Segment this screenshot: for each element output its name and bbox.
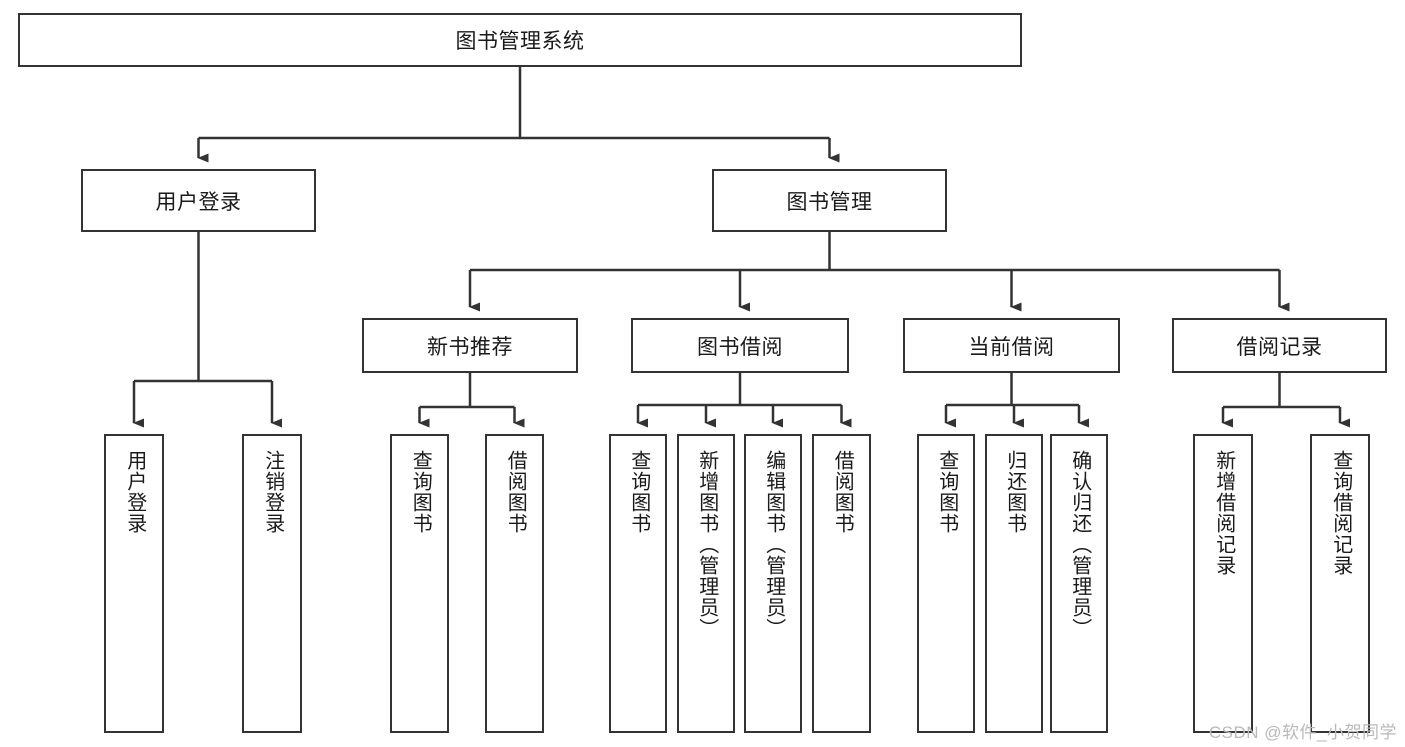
leaf-confirm-return-admin[interactable]: 确认归还（管理员） [1050,434,1108,733]
leaf-user-login-label: 用户登录 [123,450,146,534]
leaf-borrow-book-recommend[interactable]: 借阅图书 [485,434,544,733]
leaf-query-book-label: 查询图书 [627,450,650,534]
leaf-add-book-admin-label: 新增图书（管理员） [695,450,718,639]
node-user-login[interactable]: 用户登录 [81,169,316,232]
leaf-borrow-book[interactable]: 借阅图书 [812,434,871,733]
node-current-borrow[interactable]: 当前借阅 [903,318,1120,373]
node-new-book-recommend-label: 新书推荐 [427,335,513,359]
node-new-book-recommend[interactable]: 新书推荐 [362,318,578,373]
leaf-confirm-return-admin-label: 确认归还（管理员） [1068,450,1091,639]
node-root[interactable]: 图书管理系统 [18,13,1022,67]
node-current-borrow-label: 当前借阅 [968,335,1055,359]
leaf-logout-login-label: 注销登录 [261,450,284,534]
leaf-query-book[interactable]: 查询图书 [609,434,667,733]
node-user-login-label: 用户登录 [155,190,242,214]
node-book-borrow-label: 图书借阅 [697,335,783,359]
edge-group [132,67,1350,428]
leaf-query-borrow-record-label: 查询借阅记录 [1329,450,1352,576]
leaf-query-borrow-record[interactable]: 查询借阅记录 [1310,434,1370,733]
leaf-edit-book-admin-label: 编辑图书（管理员） [762,450,785,639]
leaf-logout-login[interactable]: 注销登录 [242,434,302,733]
leaf-query-book-recommend-label: 查询图书 [409,450,432,534]
leaf-user-login[interactable]: 用户登录 [104,434,164,733]
leaf-edit-book-admin[interactable]: 编辑图书（管理员） [744,434,802,733]
leaf-add-borrow-record[interactable]: 新增借阅记录 [1193,434,1253,733]
leaf-return-book-label: 归还图书 [1003,450,1026,534]
leaf-query-book-recommend[interactable]: 查询图书 [390,434,449,733]
node-book-management[interactable]: 图书管理 [712,169,947,232]
node-borrow-record[interactable]: 借阅记录 [1172,318,1387,373]
leaf-return-book[interactable]: 归还图书 [985,434,1043,733]
node-root-label: 图书管理系统 [455,30,585,53]
leaf-add-book-admin[interactable]: 新增图书（管理员） [677,434,735,733]
node-book-management-label: 图书管理 [786,190,873,214]
leaf-query-book-current-label: 查询图书 [935,450,958,534]
leaf-borrow-book-recommend-label: 借阅图书 [504,450,527,534]
node-book-borrow[interactable]: 图书借阅 [631,318,849,373]
node-borrow-record-label: 借阅记录 [1236,335,1323,359]
leaf-borrow-book-label: 借阅图书 [831,450,854,534]
leaf-query-book-current[interactable]: 查询图书 [917,434,975,733]
leaf-add-borrow-record-label: 新增借阅记录 [1212,450,1235,576]
